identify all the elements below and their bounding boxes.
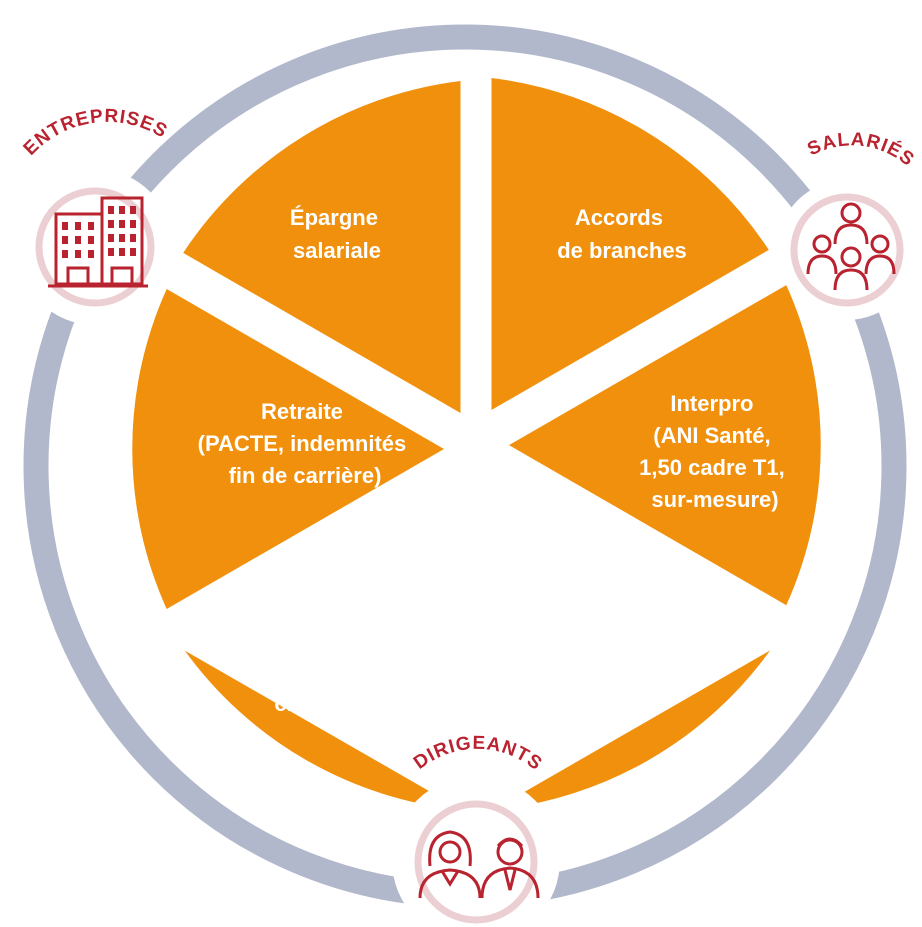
- audience-label-salaries: SALARIÉS: [804, 129, 918, 171]
- slice-retraite: [132, 289, 445, 609]
- segment-labels: Épargne salariale Accords de branches In…: [198, 205, 791, 721]
- audience-badge-entreprises: ENTREPRISES: [17, 106, 173, 325]
- slice-interpro: [509, 285, 821, 606]
- segment-label-sante-prevoyance: Santé Prévoyance TNS / Professions libér…: [518, 600, 712, 721]
- segment-label-epargne-salariale: Épargne salariale: [290, 205, 384, 263]
- segment-label-accords-de-branches: Accords de branches: [557, 205, 687, 263]
- audience-label-dirigeants: DIRIGEANTS: [410, 733, 546, 775]
- slice-epargne-salariale: [183, 81, 461, 413]
- slice-sante-prevoyance: [493, 478, 771, 810]
- slice-accords-de-branches: [491, 78, 769, 410]
- slice-garanties-emprunteur: [184, 477, 463, 810]
- segment-label-garanties-emprunteur: Garanties emprunteur / homme/femme clé e…: [271, 595, 432, 716]
- building-icon: [48, 196, 148, 288]
- audience-badge-salaries: SALARIÉS: [777, 129, 918, 320]
- segment-label-interpro: Interpro (ANI Santé, 1,50 cadre T1, sur-…: [639, 391, 791, 512]
- audience-badge-dirigeants: DIRIGEANTS: [392, 733, 560, 927]
- executives-icon: [418, 830, 540, 899]
- segment-label-retraite: Retraite (PACTE, indemnités fin de carri…: [198, 399, 413, 488]
- audience-label-entreprises: ENTREPRISES: [20, 106, 172, 160]
- employees-group-icon: [806, 202, 896, 291]
- wheel-slices: [132, 78, 821, 810]
